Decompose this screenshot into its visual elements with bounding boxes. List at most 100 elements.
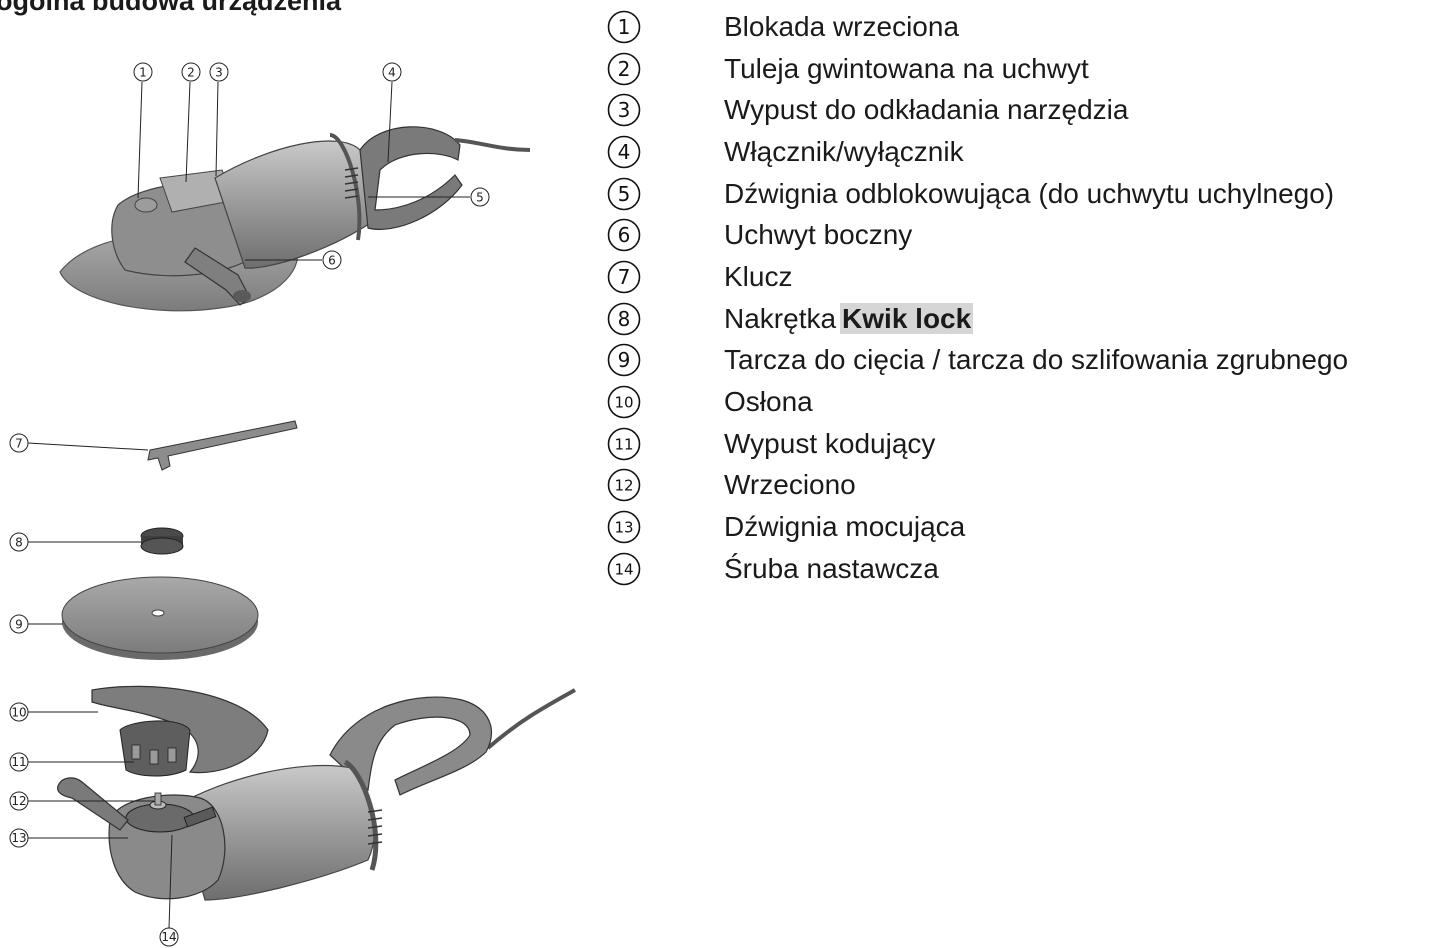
legend-label: Dźwignia mocująca xyxy=(724,511,965,542)
top-cable-shape xyxy=(455,140,530,150)
svg-text:9: 9 xyxy=(618,349,631,373)
legend-label: Wypust do odkładania narzędzia xyxy=(724,94,1128,125)
callout-1: 1 xyxy=(134,63,152,81)
legend-label: Tuleja gwintowana na uchwyt xyxy=(724,53,1089,84)
svg-text:1: 1 xyxy=(139,66,147,80)
legend-text: Uchwyt boczny xyxy=(724,219,912,251)
legend-label: Śruba nastawcza xyxy=(724,553,939,584)
svg-text:2: 2 xyxy=(618,57,631,81)
legend-label: Blokada wrzeciona xyxy=(724,11,959,42)
legend-text: Dźwignia mocująca xyxy=(724,511,965,543)
legend-number-badge: 6 xyxy=(606,217,642,253)
legend-item: 13 Dźwignia mocująca xyxy=(606,506,1451,548)
legend-item: 6 Uchwyt boczny xyxy=(606,214,1451,256)
svg-text:6: 6 xyxy=(328,254,336,268)
legend-text: Klucz xyxy=(724,261,792,293)
svg-text:10: 10 xyxy=(614,393,633,411)
svg-text:6: 6 xyxy=(618,223,631,247)
legend-emphasis: Kwik lock xyxy=(840,303,973,334)
svg-text:13: 13 xyxy=(11,831,26,845)
legend-item: 8 NakrętkaKwik lock xyxy=(606,298,1451,340)
legend-item: 10 Osłona xyxy=(606,381,1451,423)
svg-text:12: 12 xyxy=(614,477,633,495)
wrench-drawing xyxy=(148,421,297,470)
parts-legend: 1 Blokada wrzeciona 2 Tuleja gwintowana na … xyxy=(606,6,1451,590)
top-side-handle-cap-shape xyxy=(233,290,251,302)
svg-text:12: 12 xyxy=(11,794,26,808)
svg-text:14: 14 xyxy=(614,560,633,578)
disc-drawing xyxy=(62,577,258,660)
legend-label: Tarcza do cięcia / tarcza do szlifowania… xyxy=(724,344,1348,375)
legend-item: 7 Klucz xyxy=(606,256,1451,298)
callout-14: 14 xyxy=(160,928,178,946)
legend-text: Śruba nastawcza xyxy=(724,553,939,585)
legend-number-badge: 11 xyxy=(606,426,642,462)
legend-label: Uchwyt boczny xyxy=(724,219,912,250)
legend-number-badge: 3 xyxy=(606,92,642,128)
legend-text: Wypust do odkładania narzędzia xyxy=(724,94,1128,126)
legend-number-badge: 12 xyxy=(606,467,642,503)
svg-text:1: 1 xyxy=(618,15,631,39)
guard-collar-shape xyxy=(120,721,190,776)
nut-drawing xyxy=(141,528,183,554)
legend-number-badge: 13 xyxy=(606,509,642,545)
legend-label: Nakrętka xyxy=(724,303,836,334)
legend-label: Wypust kodujący xyxy=(724,428,935,459)
svg-text:8: 8 xyxy=(618,307,631,331)
callout-7: 7 xyxy=(10,434,28,452)
legend-number-badge: 2 xyxy=(606,51,642,87)
svg-text:11: 11 xyxy=(614,435,633,453)
svg-text:14: 14 xyxy=(161,930,176,944)
legend-label: Dźwignia odblokowująca (do uchwytu uchyl… xyxy=(724,178,1334,209)
device-illustration: 1 2 3 4 5 6 7 8 9 10 11 xyxy=(0,0,600,948)
svg-text:8: 8 xyxy=(15,536,23,550)
bottom-side-handle-shape xyxy=(58,778,128,830)
svg-text:2: 2 xyxy=(187,66,195,80)
legend-number-badge: 1 xyxy=(606,9,642,45)
svg-text:7: 7 xyxy=(15,437,23,451)
svg-text:13: 13 xyxy=(614,518,633,536)
callout-11: 11 xyxy=(10,753,28,771)
legend-text: NakrętkaKwik lock xyxy=(724,303,973,335)
top-spindle-lock-shape xyxy=(135,198,157,212)
legend-text: Tarcza do cięcia / tarcza do szlifowania… xyxy=(724,344,1348,376)
legend-item: 9 Tarcza do cięcia / tarcza do szlifowani… xyxy=(606,340,1451,382)
guard-drawing xyxy=(92,686,268,776)
svg-text:5: 5 xyxy=(476,191,484,205)
legend-label: Włącznik/wyłącznik xyxy=(724,136,964,167)
svg-text:3: 3 xyxy=(618,98,631,122)
legend-item: 12 Wrzeciono xyxy=(606,465,1451,507)
legend-text: Osłona xyxy=(724,386,813,418)
legend-number-badge: 5 xyxy=(606,176,642,212)
svg-text:9: 9 xyxy=(15,618,23,632)
legend-number-badge: 10 xyxy=(606,384,642,420)
legend-item: 5 Dźwignia odblokowująca (do uchwytu uchy… xyxy=(606,173,1451,215)
callout-2: 2 xyxy=(182,63,200,81)
svg-text:11: 11 xyxy=(11,755,26,769)
legend-number-badge: 9 xyxy=(606,342,642,378)
callout-4: 4 xyxy=(383,63,401,81)
legend-text: Włącznik/wyłącznik xyxy=(724,136,964,168)
callout-8: 8 xyxy=(10,533,28,551)
svg-text:4: 4 xyxy=(618,140,631,164)
legend-label: Klucz xyxy=(724,261,792,292)
legend-text: Wypust kodujący xyxy=(724,428,935,460)
svg-text:7: 7 xyxy=(618,265,631,289)
bottom-grinder-drawing xyxy=(58,690,575,900)
legend-label: Wrzeciono xyxy=(724,469,856,500)
svg-text:4: 4 xyxy=(388,66,396,80)
callout-3: 3 xyxy=(210,63,228,81)
callout-10: 10 xyxy=(10,703,28,721)
legend-text: Tuleja gwintowana na uchwyt xyxy=(724,53,1089,85)
legend-item: 3 Wypust do odkładania narzędzia xyxy=(606,89,1451,131)
legend-item: 4 Włącznik/wyłącznik xyxy=(606,131,1451,173)
legend-label: Osłona xyxy=(724,386,813,417)
legend-text: Blokada wrzeciona xyxy=(724,11,959,43)
wrench-shape xyxy=(148,421,297,470)
legend-text: Dźwignia odblokowująca (do uchwytu uchyl… xyxy=(724,178,1334,210)
callout-12: 12 xyxy=(10,792,28,810)
top-grinder-drawing xyxy=(60,127,530,311)
legend-number-badge: 4 xyxy=(606,134,642,170)
legend-text: Wrzeciono xyxy=(724,469,856,501)
legend-number-badge: 7 xyxy=(606,259,642,295)
